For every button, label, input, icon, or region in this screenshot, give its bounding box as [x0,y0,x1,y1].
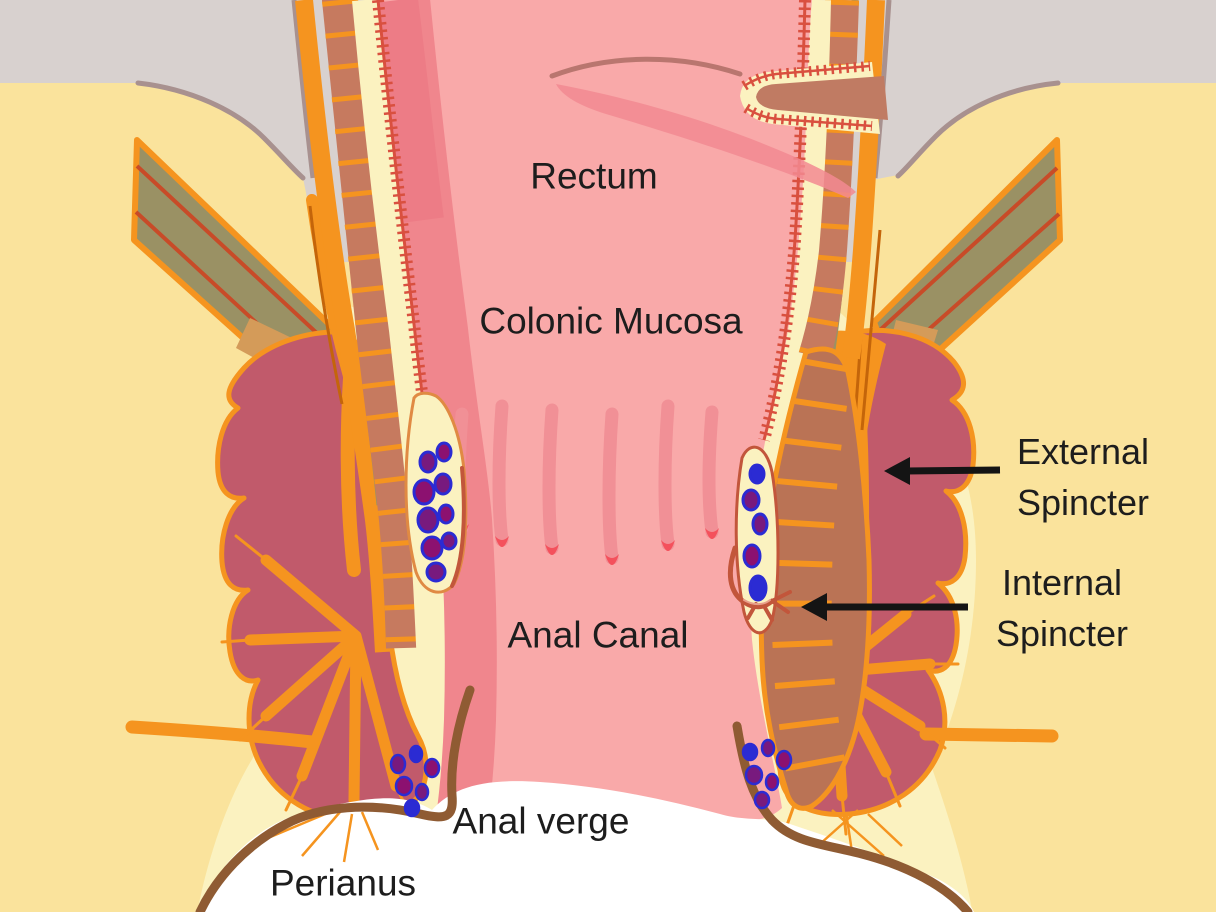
vessels-left [125,194,414,840]
arrow-external-sphincter [884,457,1001,485]
skin-vessel-fans [267,809,903,863]
perianal-plexus-clusters [389,738,793,818]
perianal-region [195,685,974,912]
label-anal-canal: Anal Canal [507,614,689,656]
perianal-white-skin [196,781,974,912]
label-anal-verge: Anal verge [452,800,630,842]
anal-gland [727,545,792,622]
label-colonic-mucosa: Colonic Mucosa [479,300,743,342]
label-external-spincter: External Spincter [1016,430,1150,523]
transverse-rectal-fold [549,56,888,198]
arrow-internal-sphincter [801,593,968,621]
label-perianus: Perianus [269,862,417,904]
hemorrhoidal-plexus-left [404,391,468,594]
rectal-wall-left [295,0,443,666]
label-rectum: Rectum [530,155,658,197]
label-internal-spincter: Internal Spincter [995,561,1129,654]
perianal-skin-line-left [195,685,475,912]
